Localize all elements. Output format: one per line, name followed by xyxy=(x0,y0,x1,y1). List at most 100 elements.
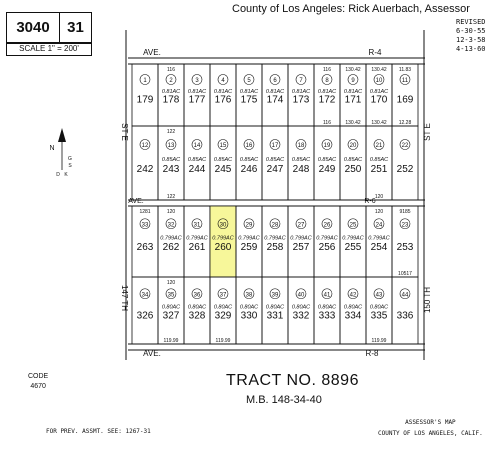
parcel-number: 331 xyxy=(267,311,284,322)
parcel-number: 245 xyxy=(215,164,232,175)
lot-circle xyxy=(295,218,307,230)
lot-circle xyxy=(217,218,229,230)
lot-circle xyxy=(269,74,281,85)
lot-acreage: 0.85AC xyxy=(162,157,180,163)
frontage-dimension: 12.28 xyxy=(399,120,412,126)
lot-circle xyxy=(373,288,385,300)
lot-number: 36 xyxy=(194,292,201,298)
street-name-ave-r6: R-6 xyxy=(364,198,375,205)
lot-number: 27 xyxy=(298,222,305,228)
lot-acreage: 0.85AC xyxy=(188,157,206,163)
lot-circle xyxy=(191,288,203,300)
parcel-number: 247 xyxy=(267,164,284,175)
lot-acreage: 0.85AC xyxy=(292,157,310,163)
lot-circle xyxy=(373,74,385,85)
lot-acreage: 0.81AC xyxy=(162,89,180,95)
revised-dates: REVISED 6-30-55 12-3-58 4-13-60 xyxy=(456,18,486,54)
lot-number: 19 xyxy=(324,143,331,149)
lot-circle xyxy=(321,218,333,230)
lot-acreage: 0.80AC xyxy=(266,304,284,310)
lot-circle xyxy=(165,288,177,300)
frontage-dimension: 119.99 xyxy=(164,338,179,344)
lot-circle xyxy=(243,218,255,230)
lot-number: 13 xyxy=(168,143,175,149)
revised-date: 4-13-60 xyxy=(456,45,486,53)
lot-acreage: 0.799AC xyxy=(160,235,181,241)
north-label: D xyxy=(56,172,60,178)
lot-number: 34 xyxy=(142,292,149,298)
north-arrow-head xyxy=(58,128,66,142)
frontage-dimension: 130.42 xyxy=(345,67,361,73)
frontage-dimension: 130.42 xyxy=(371,67,387,73)
frontage-dimension: 116 xyxy=(323,67,331,73)
lot-number: 7 xyxy=(299,78,303,84)
parcel-number: 254 xyxy=(371,242,388,253)
north-label: N xyxy=(49,145,54,152)
lot-acreage: 0.81AC xyxy=(292,89,310,95)
frontage-dimension: 116 xyxy=(323,120,331,126)
lot-acreage: 0.85AC xyxy=(318,157,336,163)
lot-acreage: 0.85AC xyxy=(214,157,232,163)
lot-circle xyxy=(399,218,411,230)
code-label: CODE xyxy=(28,373,49,380)
lot-circle xyxy=(295,74,307,85)
lot-circle xyxy=(191,74,203,85)
lot-number: 18 xyxy=(298,143,305,149)
lot-acreage: 0.80AC xyxy=(370,304,388,310)
lot-circle xyxy=(165,74,177,85)
parcel-number: 334 xyxy=(345,311,362,322)
lot-circle xyxy=(139,139,151,150)
lot-circle xyxy=(269,218,281,230)
lot-acreage: 0.80AC xyxy=(292,304,310,310)
lot-number: 9 xyxy=(351,78,355,84)
lot-number: 25 xyxy=(350,222,357,228)
lot-circle xyxy=(217,74,229,85)
lot-circle xyxy=(347,139,359,150)
lot-acreage: 0.799AC xyxy=(264,235,285,241)
lot-number: 22 xyxy=(402,143,409,149)
lot-number: 40 xyxy=(298,292,305,298)
lot-number: 21 xyxy=(376,143,383,149)
lot-acreage: 0.85AC xyxy=(266,157,284,163)
lot-circle xyxy=(347,288,359,300)
parcel-number: 175 xyxy=(241,94,258,105)
parcel-number: 326 xyxy=(137,311,154,322)
lot-acreage: 0.85AC xyxy=(240,157,258,163)
lot-acreage: 0.80AC xyxy=(162,304,180,310)
lot-circle xyxy=(139,288,151,300)
lot-circle xyxy=(243,139,255,150)
lot-circle xyxy=(399,288,411,300)
lot-number: 28 xyxy=(272,222,279,228)
lot-number: 30 xyxy=(220,222,227,228)
lot-number: 24 xyxy=(376,222,383,228)
lot-acreage: 0.85AC xyxy=(370,157,388,163)
frontage-dimension: 120 xyxy=(375,209,384,215)
parcel-number: 242 xyxy=(137,164,154,175)
lot-acreage: 0.799AC xyxy=(342,235,363,241)
parcel-number: 169 xyxy=(397,94,414,105)
parcel-number: 252 xyxy=(397,164,414,175)
frontage-dimension: 11.83 xyxy=(399,67,411,73)
lot-acreage: 0.80AC xyxy=(318,304,336,310)
parcel-number: 243 xyxy=(163,164,180,175)
parcel-number: 176 xyxy=(215,94,232,105)
lot-circle xyxy=(321,288,333,300)
parcel-number: 261 xyxy=(189,242,206,253)
parcel-number: 335 xyxy=(371,311,388,322)
frontage-dimension: 1281 xyxy=(139,209,150,215)
parcel-number: 253 xyxy=(397,242,414,253)
street-name-ave-r6: AVE. xyxy=(128,198,143,205)
lot-number: 16 xyxy=(246,143,253,149)
street-name-ave-r4: R-4 xyxy=(369,48,382,57)
parcel-number: 251 xyxy=(371,164,388,175)
frontage-dimension: 9185 xyxy=(399,209,410,215)
parcel-number: 179 xyxy=(137,94,154,105)
lot-number: 14 xyxy=(194,143,201,149)
parcel-number: 177 xyxy=(189,94,206,105)
lot-number: 3 xyxy=(195,78,199,84)
lot-circle xyxy=(399,74,411,85)
parcel-number: 327 xyxy=(163,311,180,322)
lot-number: 11 xyxy=(402,78,409,84)
lot-acreage: 0.799AC xyxy=(186,235,207,241)
